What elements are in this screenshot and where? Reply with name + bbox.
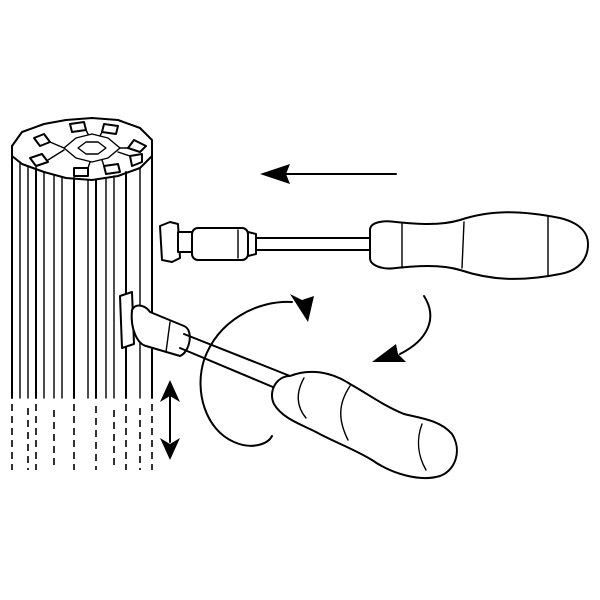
vertical-slide-arrow (160, 380, 180, 460)
transition-arrow (372, 295, 432, 362)
extrusion-profile (11, 117, 153, 470)
screwdriver-top (255, 211, 589, 280)
insert-direction-arrow (260, 164, 397, 184)
profile-cut-continuation (11, 404, 153, 470)
rotation-arrow (199, 294, 314, 447)
t-slot-nut-insert (159, 221, 257, 263)
screwdriver-bottom (179, 333, 458, 480)
inserted-nut (119, 291, 191, 357)
profile-top-face (11, 117, 153, 181)
profile-body (11, 155, 153, 399)
